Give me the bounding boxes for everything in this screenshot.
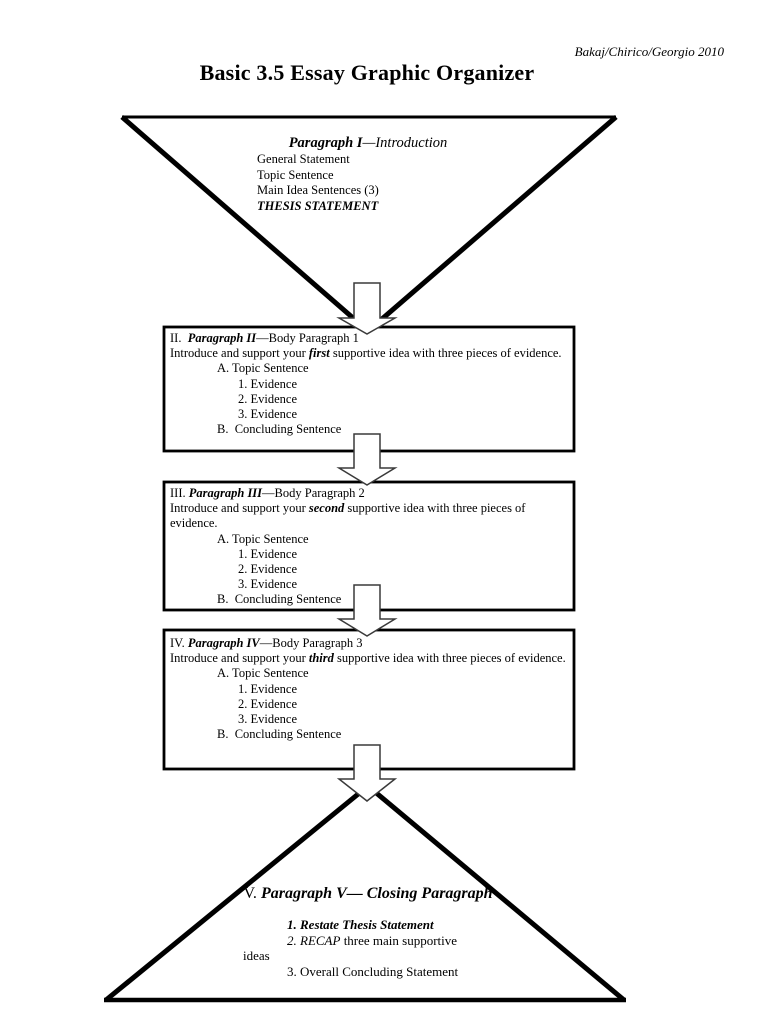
closing-recap-rest: three main supportive xyxy=(340,932,458,948)
box-1-concluding-sentence-line: B. Concluding Sentence xyxy=(217,422,342,437)
closing-item-recap: 2. RECAP three main supportive xyxy=(287,933,458,949)
box-1-evidence-line: 3. Evidence xyxy=(238,407,298,422)
intro-item-topic-sentence: Topic Sentence xyxy=(257,167,334,182)
page-title: Basic 3.5 Essay Graphic Organizer xyxy=(199,60,535,85)
intro-item-list: General Statement Topic Sentence Main Id… xyxy=(257,152,379,214)
box-2-evidence-line: 2. Evidence xyxy=(238,562,298,577)
down-arrow-3 xyxy=(336,584,398,637)
box-1-evidence-line: 2. Evidence xyxy=(238,391,298,406)
box-3-numeral: IV. xyxy=(170,636,188,650)
closing-heading-bold: Paragraph V— Closing Paragraph xyxy=(260,885,493,902)
closing-triangle-right-edge xyxy=(366,784,626,1002)
box-2-intro-line: Introduce and support your second suppor… xyxy=(170,501,572,516)
box-3-intro-line: Introduce and support your third support… xyxy=(170,651,572,666)
closing-numeral: V. xyxy=(243,885,261,902)
body-box-2-text: III. Paragraph III—Body Paragraph 2 Intr… xyxy=(170,486,572,608)
closing-item-overall-concluding: 3. Overall Concluding Statement xyxy=(287,963,459,979)
box-1-heading: II. Paragraph II—Body Paragraph 1 xyxy=(170,331,572,346)
box-2-concluding-sentence-line: B. Concluding Sentence xyxy=(217,592,342,607)
box-2-heading: III. Paragraph III—Body Paragraph 2 xyxy=(170,486,572,501)
box-3-evidence-line: 2. Evidence xyxy=(238,696,298,711)
intro-heading-italic: —Introduction xyxy=(362,135,448,151)
box-3-heading: IV. Paragraph IV—Body Paragraph 3 xyxy=(170,636,572,651)
closing-triangle-left-edge xyxy=(104,784,370,1002)
attribution-text: Bakaj/Chirico/Georgio 2010 xyxy=(574,44,724,59)
box-1-intro-line: Introduce and support your first support… xyxy=(170,346,572,361)
intro-funnel-right-edge xyxy=(366,115,618,333)
closing-paragraph-heading: V. Paragraph V— Closing Paragraph xyxy=(0,885,736,903)
closing-item-restate-thesis: 1. Restate Thesis Statement xyxy=(287,917,434,932)
intro-heading-bold: Paragraph I xyxy=(288,135,363,151)
box-2-intro-emphasis: second xyxy=(308,501,345,516)
box-3-heading-bold: Paragraph IV xyxy=(187,636,260,650)
box-3-intro-before: Introduce and support your xyxy=(170,651,309,666)
box-3-intro-emphasis: third xyxy=(308,651,334,666)
box-1-topic-sentence-line: A. Topic Sentence xyxy=(217,361,309,376)
down-arrow-4 xyxy=(336,744,398,802)
box-2-intro-before: Introduce and support your xyxy=(170,501,309,516)
box-2-topic-sentence-line: A. Topic Sentence xyxy=(217,531,309,546)
box-2-heading-rest: —Body Paragraph 2 xyxy=(262,486,365,500)
box-1-intro-after: supportive idea with three pieces of evi… xyxy=(329,346,562,361)
intro-funnel-left-edge xyxy=(120,115,370,333)
box-1-intro-before: Introduce and support your xyxy=(170,346,309,361)
box-2-heading-bold: Paragraph III xyxy=(188,486,263,500)
box-1-intro-emphasis: first xyxy=(308,346,330,361)
closing-recap-italic: 2. RECAP xyxy=(287,932,341,948)
closing-item-list: 1. Restate Thesis Statement 2. RECAP thr… xyxy=(243,917,458,979)
box-2-intro-wrap-line: evidence. xyxy=(170,516,218,531)
thesis-statement-line: THESIS STATEMENT xyxy=(257,198,379,213)
box-2-intro-after: supportive idea with three pieces of xyxy=(344,501,526,516)
intro-item-main-idea-sentences: Main Idea Sentences (3) xyxy=(257,183,379,197)
body-box-3-text: IV. Paragraph IV—Body Paragraph 3 Introd… xyxy=(170,636,572,742)
box-2-evidence-line: 1. Evidence xyxy=(238,546,298,561)
intro-paragraph-heading: Paragraph I—Introduction xyxy=(0,135,736,152)
box-3-topic-sentence-line: A. Topic Sentence xyxy=(217,666,309,681)
intro-item-general-statement: General Statement xyxy=(257,152,350,166)
box-3-evidence-line: 1. Evidence xyxy=(238,681,298,696)
box-3-concluding-sentence-line: B. Concluding Sentence xyxy=(217,727,342,742)
box-2-numeral: III. xyxy=(170,486,189,500)
box-1-evidence-line: 1. Evidence xyxy=(238,376,298,391)
box-1-heading-rest: —Body Paragraph 1 xyxy=(256,331,359,345)
box-1-heading-bold: Paragraph II xyxy=(187,331,257,345)
closing-item-recap-wrap: ideas xyxy=(243,948,270,964)
body-box-1-outline xyxy=(162,325,576,453)
body-box-1-text: II. Paragraph II—Body Paragraph 1 Introd… xyxy=(170,331,572,437)
down-arrow-2 xyxy=(336,433,398,486)
box-2-evidence-line: 3. Evidence xyxy=(238,577,298,592)
box-3-heading-rest: —Body Paragraph 3 xyxy=(259,636,363,650)
box-1-numeral: II. xyxy=(170,331,188,345)
box-3-evidence-line: 3. Evidence xyxy=(238,712,298,727)
box-3-intro-after: supportive idea with three pieces of evi… xyxy=(333,651,566,666)
down-arrow-1 xyxy=(336,282,398,335)
